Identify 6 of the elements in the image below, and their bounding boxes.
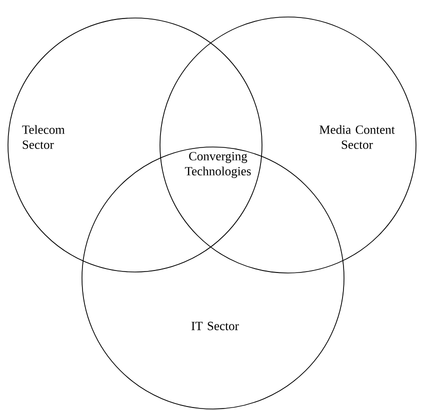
circle (160, 16, 416, 274)
sector-label: Media Content Sector (320, 125, 395, 149)
circle (8, 18, 262, 272)
overlap-label: Converging Technologies (185, 152, 251, 178)
sector-label: Telecom Sector (22, 125, 65, 149)
sector-label: IT Sector (192, 322, 239, 330)
